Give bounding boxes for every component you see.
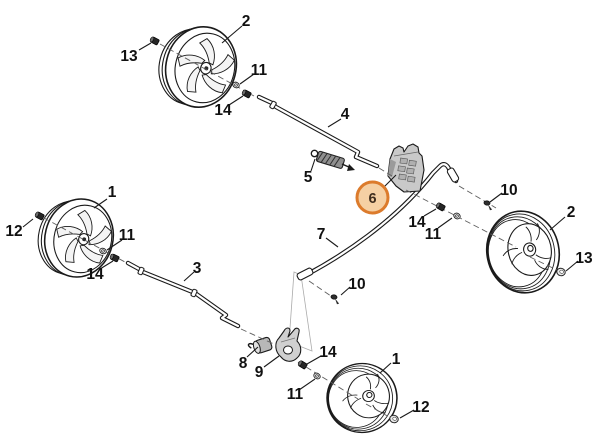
screw-10-lower[interactable] <box>329 293 341 306</box>
callout-axle-7[interactable]: 7 <box>317 226 326 243</box>
axle-4[interactable] <box>256 94 380 169</box>
highlight-label: 6 <box>368 191 376 207</box>
callout-spring-5[interactable]: 5 <box>304 169 313 186</box>
callout-washer-11-bottom[interactable]: 11 <box>287 386 304 403</box>
callout-bushing-14-right[interactable]: 14 <box>408 214 426 231</box>
highlight-marker-6[interactable]: 6 <box>355 180 390 215</box>
adjuster-bracket[interactable] <box>387 143 425 193</box>
callout-washer-11-left[interactable]: 11 <box>119 227 136 244</box>
callout-hub-cap-13-right[interactable]: 13 <box>575 250 593 267</box>
axle-7[interactable] <box>296 162 460 281</box>
callout-wheel-1-bottom[interactable]: 1 <box>392 351 401 368</box>
highlight-circle[interactable] <box>355 180 390 215</box>
callout-wheel-2-right[interactable]: 2 <box>567 204 576 221</box>
callout-bushing-14-bottom[interactable]: 14 <box>319 344 337 361</box>
bushing-14-top-left[interactable] <box>240 88 252 99</box>
callout-bushing-14-top-left[interactable]: 14 <box>214 102 232 119</box>
bushing-14-bottom[interactable] <box>296 359 308 370</box>
callout-locknut-13-top-left[interactable]: 13 <box>120 48 138 65</box>
callout-axle-4[interactable]: 4 <box>341 106 350 123</box>
callout-axle-3[interactable]: 3 <box>193 260 202 277</box>
callout-clamp-9[interactable]: 9 <box>255 364 264 381</box>
callout-washer-11-right[interactable]: 11 <box>425 226 442 243</box>
washer-11-bottom[interactable] <box>312 371 322 381</box>
leader-lines <box>22 25 579 419</box>
callout-wheel-2-top-left[interactable]: 2 <box>242 13 251 30</box>
callout-hub-cap-12-bottom[interactable]: 12 <box>412 399 429 416</box>
callout-screw-10-lower[interactable]: 10 <box>348 276 365 293</box>
wheel-1-bottom[interactable] <box>320 357 404 435</box>
callout-locknut-12-left[interactable]: 12 <box>5 223 22 240</box>
callout-washer-11-top-left[interactable]: 11 <box>251 62 268 79</box>
tension-spring[interactable] <box>310 149 355 171</box>
wheel-2-right[interactable] <box>478 203 568 301</box>
axle-3[interactable] <box>125 260 241 329</box>
locknut-13-top-left[interactable] <box>148 35 160 46</box>
callout-wheel-1-left[interactable]: 1 <box>108 184 117 201</box>
callout-bushing-14-left[interactable]: 14 <box>86 266 104 283</box>
washer-11-right[interactable] <box>452 211 462 221</box>
wheel-1-left[interactable] <box>30 190 121 284</box>
clamp-bracket[interactable] <box>275 327 302 362</box>
locknut-12-left[interactable] <box>33 210 45 221</box>
callout-screw-10-upper[interactable]: 10 <box>500 182 517 199</box>
callout-roller-8[interactable]: 8 <box>239 355 248 372</box>
wheel-2-top-left[interactable] <box>151 18 245 115</box>
